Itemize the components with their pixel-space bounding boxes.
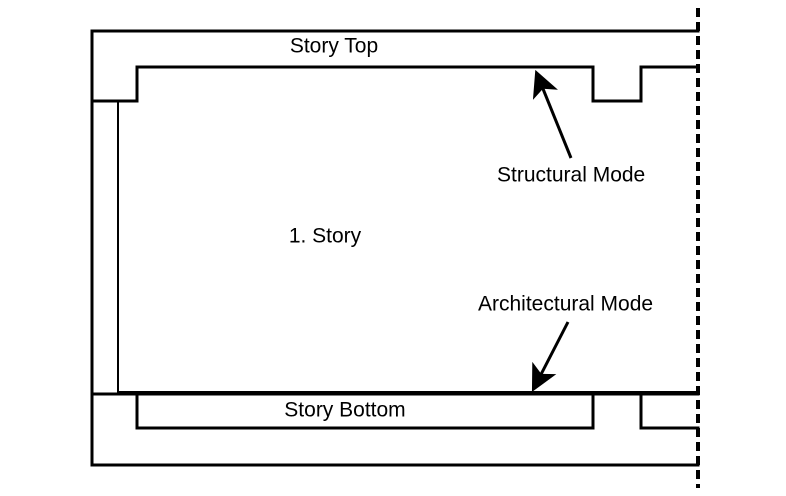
- label-architectural-mode: Architectural Mode: [478, 293, 653, 316]
- label-story-bottom: Story Bottom: [284, 399, 405, 422]
- story-top-band-outline: [90, 65, 700, 103]
- label-story-name: 1. Story: [289, 225, 362, 248]
- story-bottom-band-outline: [90, 392, 700, 430]
- structural-mode-arrow: [532, 69, 573, 159]
- architectural-mode-arrow: [531, 321, 570, 393]
- label-story-top: Story Top: [290, 35, 378, 58]
- label-structural-mode: Structural Mode: [497, 164, 645, 187]
